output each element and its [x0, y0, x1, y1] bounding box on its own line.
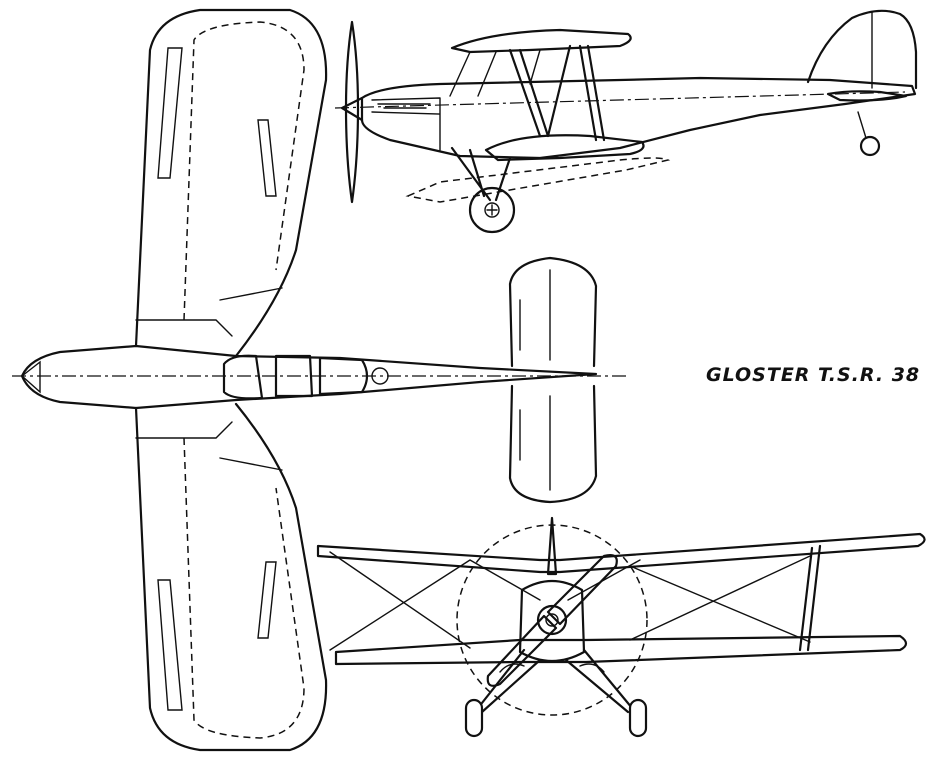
- plan-view: [12, 8, 630, 752]
- plan-tailplane-lower: [508, 384, 598, 504]
- side-cowl-line: [371, 97, 441, 151]
- front-undercarriage: [476, 648, 634, 714]
- drawing-title: GLOSTER T.S.R. 38: [706, 364, 920, 386]
- side-lower-wing: [484, 134, 645, 162]
- plan-wing-root: [135, 287, 283, 471]
- side-hub-cross: [486, 204, 498, 216]
- side-datum-line: [334, 91, 906, 109]
- plan-cockpits: [222, 354, 369, 400]
- front-view: [316, 516, 926, 738]
- front-struts: [798, 544, 822, 652]
- side-torpedo: [405, 157, 671, 203]
- plan-upper-wing: [134, 8, 328, 358]
- side-tailwheel-strut: [857, 111, 867, 139]
- side-mainwheel-hub: [484, 202, 500, 218]
- plan-wing-spar-upper: [183, 21, 305, 321]
- front-spinner: [536, 604, 568, 636]
- front-bracing: [329, 551, 811, 651]
- front-upper-wing: [316, 532, 926, 574]
- front-left-wheel: [464, 698, 484, 738]
- plan-fuselage: [20, 344, 598, 410]
- side-tailplane: [826, 90, 908, 102]
- side-cabane: [449, 49, 541, 97]
- side-fin: [806, 9, 918, 90]
- plan-flap-lower: [257, 561, 277, 639]
- side-exhaust: [377, 103, 431, 109]
- plan-elevator-hinges: [519, 269, 551, 491]
- side-propeller: [344, 20, 360, 204]
- front-prop-disc: [456, 524, 648, 716]
- side-fuselage: [360, 76, 917, 160]
- side-struts: [508, 44, 606, 142]
- plan-lower-wing: [134, 402, 328, 752]
- side-view: [334, 9, 918, 234]
- plan-wing-spar-lower: [183, 437, 305, 739]
- front-propeller: [486, 554, 618, 687]
- front-lower-wing: [334, 634, 908, 666]
- plan-aileron-lower: [157, 579, 183, 711]
- plan-spinner: [20, 360, 41, 394]
- front-hub: [545, 613, 559, 627]
- front-right-wheel: [628, 698, 648, 738]
- side-mainwheel: [468, 186, 516, 234]
- front-engine: [518, 580, 586, 662]
- plan-tailplane-upper: [508, 256, 598, 368]
- plan-flap-upper: [257, 119, 277, 197]
- plan-aileron-upper: [157, 47, 183, 179]
- side-undercarriage: [450, 146, 512, 202]
- plan-gun-ring: [371, 367, 389, 385]
- side-tailwheel: [859, 135, 881, 157]
- side-upper-wing: [450, 28, 632, 54]
- front-cowl-detail: [499, 663, 605, 673]
- front-fin: [546, 516, 558, 576]
